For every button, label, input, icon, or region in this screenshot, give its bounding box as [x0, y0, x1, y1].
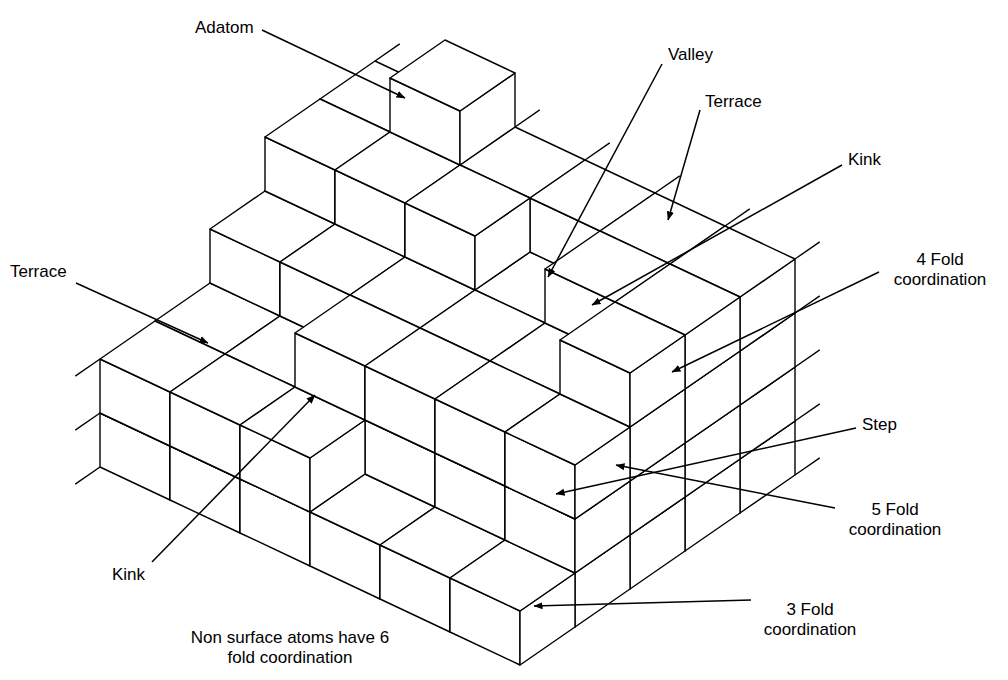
- feature-label: Valley: [668, 45, 713, 65]
- atom-cube: [390, 40, 515, 165]
- leader-arrow: [76, 283, 208, 343]
- feature-label: Non surface atoms have 6 fold coordinati…: [175, 628, 405, 668]
- leader-arrow: [152, 395, 315, 562]
- atom-cube: [405, 165, 530, 290]
- cube-face: [390, 40, 515, 111]
- leader-arrow: [262, 30, 405, 98]
- feature-label: 4 Fold coordination: [885, 250, 995, 290]
- grid-line: [795, 242, 820, 259]
- atom-cube: [560, 302, 685, 427]
- grid-line: [515, 110, 540, 127]
- leader-arrow: [592, 165, 842, 305]
- grid-line: [795, 404, 820, 421]
- grid-line: [795, 458, 820, 475]
- grid-line: [375, 44, 400, 61]
- leader-arrow: [616, 465, 835, 508]
- feature-label: 3 Fold coordination: [755, 600, 865, 640]
- leader-arrow: [534, 600, 751, 606]
- feature-label: Kink: [848, 150, 881, 170]
- grid-line: [75, 467, 100, 484]
- grid-line: [795, 350, 820, 367]
- feature-label: 5 Fold coordination: [840, 500, 950, 540]
- cube-face: [405, 165, 530, 236]
- feature-label: Step: [862, 415, 897, 435]
- grid-line: [75, 359, 100, 376]
- leader-arrow: [672, 272, 879, 372]
- atom-cubes: [100, 40, 795, 665]
- grid-line: [75, 413, 100, 430]
- leader-lines: [76, 30, 879, 606]
- cube-face: [560, 302, 685, 373]
- feature-label: Kink: [112, 565, 145, 585]
- leader-arrow: [556, 428, 856, 494]
- feature-label: Terrace: [705, 92, 762, 112]
- feature-label: Terrace: [10, 262, 67, 282]
- grid-line: [585, 143, 610, 160]
- leader-arrow: [668, 110, 700, 220]
- leader-arrow: [548, 64, 662, 277]
- feature-label: Adatom: [195, 18, 254, 38]
